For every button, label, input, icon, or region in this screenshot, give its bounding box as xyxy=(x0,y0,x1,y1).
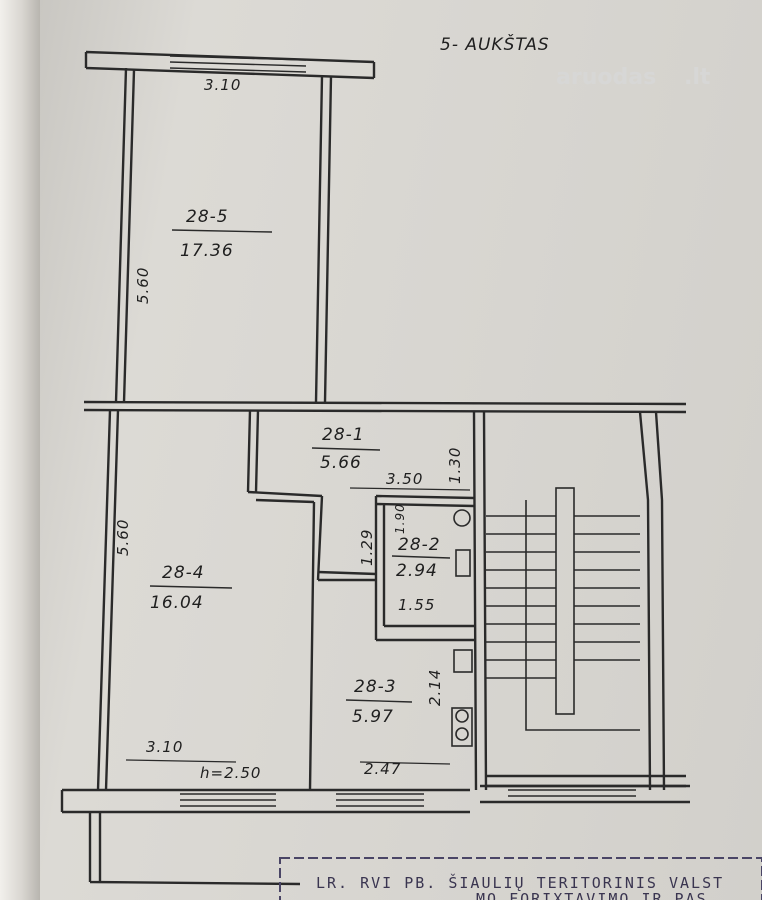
paper-sheet xyxy=(40,0,762,900)
fraction-bar xyxy=(171,229,273,233)
floor-title: 5- AUKŠTAS xyxy=(440,33,550,55)
stamp: LR. RVI PB. ŠIAULIŲ TERITORINIS VALST MO… xyxy=(279,857,762,900)
dim-kitchen-width: 2.47 xyxy=(364,760,401,778)
room-id: 28-4 xyxy=(162,563,205,583)
walls xyxy=(60,50,690,886)
room-id: 28-3 xyxy=(354,677,397,697)
dim-top-width: 3.10 xyxy=(204,76,241,94)
dim-bath-b: 1.90 xyxy=(393,503,407,534)
windows xyxy=(169,55,636,807)
dim-upper-height: 5.60 xyxy=(134,267,152,304)
stairs xyxy=(486,487,640,731)
room-id: 28-5 xyxy=(186,207,229,227)
room-28-2: 28-2 2.94 xyxy=(391,535,451,581)
room-area: 2.94 xyxy=(396,561,438,581)
dim-ceiling-height: h=2.50 xyxy=(200,764,261,782)
dim-hall-width: 3.50 xyxy=(386,470,423,488)
dim-hall-depth: 1.30 xyxy=(446,447,464,484)
dim-bath-width: 1.55 xyxy=(398,596,435,614)
binder-edge xyxy=(0,0,40,900)
fraction-bar xyxy=(345,699,413,703)
dim-lower-height: 5.60 xyxy=(114,519,132,556)
watermark-tld: .lt xyxy=(684,65,711,90)
room-28-3: 28-3 5.97 xyxy=(345,677,413,727)
room-area: 16.04 xyxy=(150,593,204,613)
room-area: 5.66 xyxy=(320,453,362,473)
dim-bath-a: 1.29 xyxy=(358,529,376,566)
dim-bottom-width: 3.10 xyxy=(146,738,183,756)
room-28-1: 28-1 5.66 xyxy=(311,425,381,473)
room-id: 28-2 xyxy=(398,535,441,555)
stamp-border xyxy=(279,857,762,900)
room-id: 28-1 xyxy=(322,425,365,445)
room-28-4: 28-4 16.04 xyxy=(149,563,233,613)
watermark-text: aruodas xyxy=(556,65,656,90)
fraction-bar xyxy=(391,555,451,559)
fixtures xyxy=(451,509,473,747)
room-area: 17.36 xyxy=(180,241,234,261)
dim-kitchen-depth: 2.14 xyxy=(426,669,444,706)
room-28-5: 28-5 17.36 xyxy=(171,207,273,261)
room-area: 5.97 xyxy=(352,707,394,727)
stamp-line-2: MO FORIXTAVIMO IR PAS xyxy=(476,890,708,900)
dimension-lines xyxy=(125,487,471,765)
fraction-bar xyxy=(311,447,381,451)
watermark: aruodas .lt xyxy=(556,65,711,90)
fraction-bar xyxy=(149,585,233,589)
stamp-line-1: LR. RVI PB. ŠIAULIŲ TERITORINIS VALST xyxy=(316,873,724,892)
